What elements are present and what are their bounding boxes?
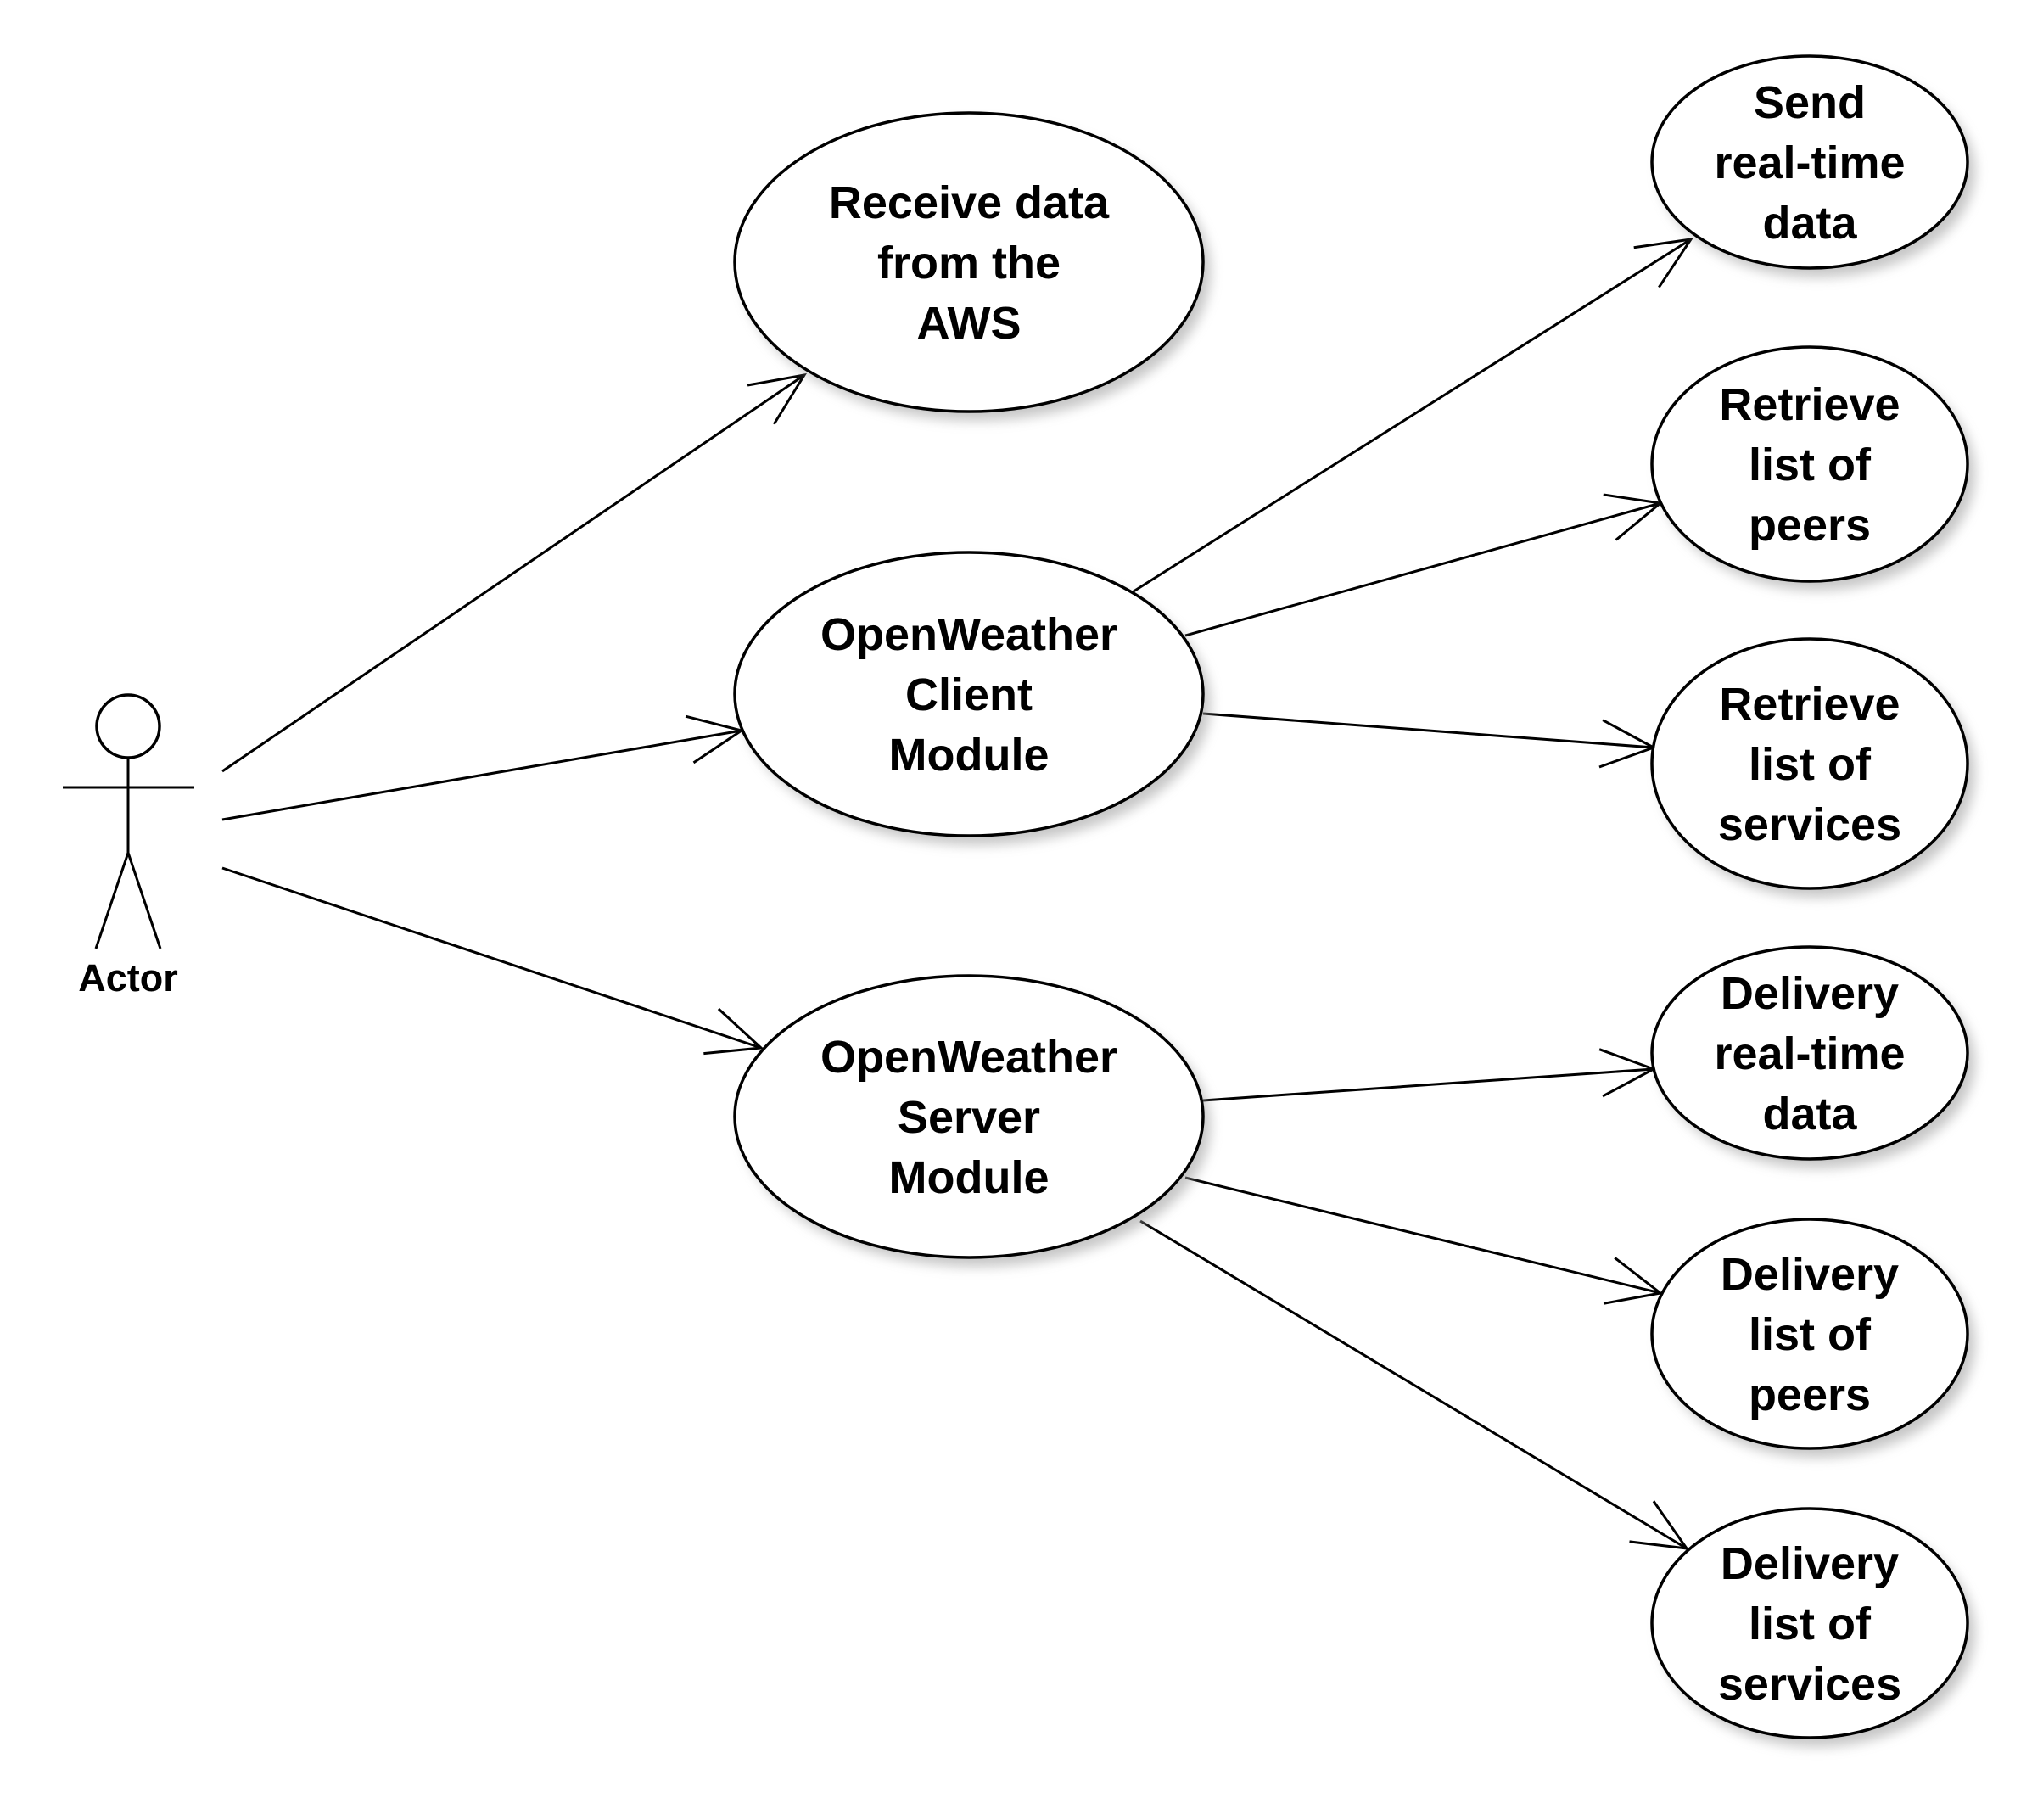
association-openweather-client-module-to-send-real-time-data[interactable] [1133,238,1694,593]
use-case-label-line: real-time [1714,137,1905,188]
use-case-label-line: Delivery [1721,1538,1899,1589]
association-line [1139,1219,1688,1550]
use-case-label-line: OpenWeather [820,609,1117,660]
use-case-label-line: from the [877,238,1061,288]
association-actor-to-openweather-server-module[interactable] [221,866,764,1056]
actor-label: Actor [78,956,178,1000]
arrow-head-icon [1629,1500,1690,1550]
association-line [1184,501,1661,637]
arrow-head-icon [703,1007,764,1056]
association-layer [221,238,1694,1550]
use-case-delivery-real-time-data[interactable]: Delivery real-time data [1650,945,1975,1168]
use-case-label-line: services [1718,1659,1901,1710]
use-case-ellipse [733,111,1205,413]
use-case-ellipse [733,551,1205,837]
use-case-ellipse [733,974,1205,1259]
use-case-label-line: Retrieve [1719,379,1900,430]
use-case-label-line: list of [1749,440,1872,490]
association-line [221,866,762,1050]
use-case-ellipse [1650,945,1969,1161]
association-line [1133,238,1692,593]
use-case-label-line: list of [1749,1309,1872,1360]
use-case-label-line: Server [898,1092,1040,1143]
actor-right-leg [126,852,162,949]
use-case-label-line: Delivery [1721,968,1899,1019]
use-case-label-line: real-time [1714,1028,1905,1079]
use-case-label-line: Receive data [829,177,1110,228]
association-line [1202,712,1654,749]
use-case-label-line: Send [1754,77,1866,128]
use-case-send-real-time-data[interactable]: Send real-time data [1650,54,1975,277]
use-case-label-line: Module [889,730,1050,781]
association-line [1202,1067,1654,1102]
association-actor-to-receive-data-aws[interactable] [221,372,808,773]
use-case-retrieve-list-of-services[interactable]: Retrieve list of services [1650,637,1975,898]
use-case-label-line: list of [1749,1599,1872,1649]
use-case-label-line: Delivery [1721,1249,1899,1300]
use-case-ellipse [1650,1507,1969,1739]
use-case-label-line: data [1762,1089,1857,1140]
association-line [1184,1176,1661,1295]
association-openweather-server-module-to-delivery-list-of-peers[interactable] [1184,1176,1664,1305]
actor-head [95,693,161,759]
use-case-label-line: Retrieve [1719,679,1900,730]
use-case-delivery-list-of-services[interactable]: Delivery list of services [1650,1507,1975,1747]
use-case-ellipse [1650,637,1969,890]
arrow-head-icon [1603,1257,1664,1305]
association-openweather-client-module-to-retrieve-list-of-services[interactable] [1202,712,1657,769]
use-case-label-line: peers [1749,500,1871,551]
use-case-label-line: AWS [916,298,1021,349]
use-case-label-line: peers [1749,1369,1871,1420]
association-line [221,373,805,773]
association-line [221,729,742,821]
use-case-retrieve-list-of-peers[interactable]: Retrieve list of peers [1650,345,1975,591]
use-case-label-line: services [1718,799,1901,850]
arrow-head-icon [747,372,808,425]
association-openweather-client-module-to-retrieve-list-of-peers[interactable] [1184,493,1664,637]
use-case-label-line: data [1762,198,1857,249]
association-openweather-server-module-to-delivery-list-of-services[interactable] [1139,1219,1690,1550]
arrow-head-icon [1633,238,1694,288]
actor[interactable]: Actor [63,693,194,1000]
association-openweather-server-module-to-delivery-real-time-data[interactable] [1202,1048,1657,1102]
use-case-ellipse [1650,1218,1969,1450]
association-actor-to-openweather-client-module[interactable] [221,714,745,821]
use-case-label-line: Module [889,1152,1050,1203]
use-case-delivery-list-of-peers[interactable]: Delivery list of peers [1650,1218,1975,1458]
actor-left-leg [94,852,130,949]
use-case-label-line: list of [1749,739,1872,790]
use-case-label-line: OpenWeather [820,1032,1117,1083]
use-case-ellipse [1650,54,1969,270]
use-case-ellipse [1650,345,1969,583]
use-case-label-line: Client [905,669,1033,720]
